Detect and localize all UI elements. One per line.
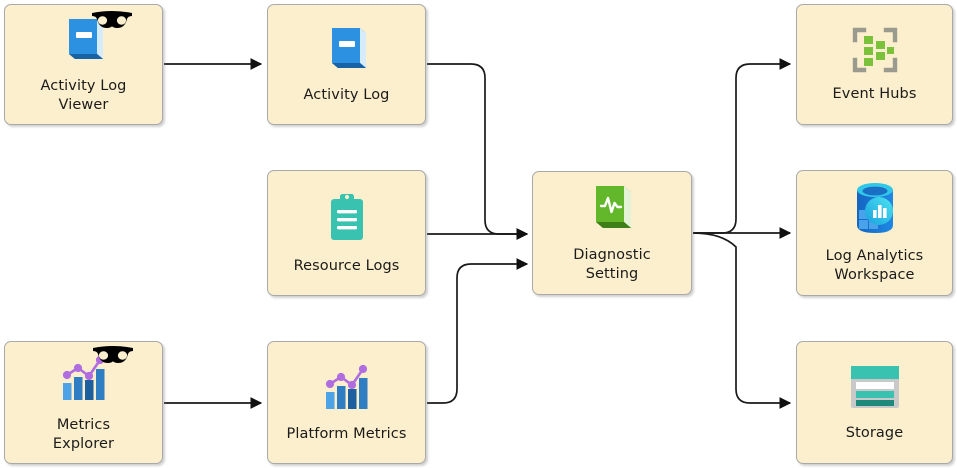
event-hubs-icon [848,25,902,75]
node-activity-log-viewer[interactable]: Activity Log Viewer [4,4,163,125]
node-label: Event Hubs [832,86,917,103]
edge-diagnostic-to-event-hubs [693,58,792,234]
node-label: Metrics Explorer [52,416,115,452]
bar-chart-line-icon [56,345,133,406]
bar-chart-line-icon [319,361,375,415]
clipboard-icon [322,191,372,247]
node-label: Log Analytics Workspace [825,248,924,283]
glasses-icon [91,10,132,28]
node-resource-logs[interactable]: Resource Logs [267,170,426,296]
node-label: Diagnostic Setting [573,247,651,282]
edge-activity-log-to-diagnostic [427,63,529,240]
edge-diagnostic-to-storage [692,232,792,409]
database-chart-icon [848,181,902,237]
node-platform-metrics[interactable]: Platform Metrics [267,341,426,464]
green-book-pulse-icon [585,182,639,236]
blue-book-icon [320,24,374,76]
node-label: Resource Logs [293,257,400,274]
node-label: Storage [845,425,904,442]
node-log-analytics-workspace[interactable]: Log Analytics Workspace [796,170,953,296]
node-label: Activity Log [303,87,390,104]
node-storage[interactable]: Storage [796,341,953,464]
node-metrics-explorer[interactable]: Metrics Explorer [4,341,163,464]
node-activity-log[interactable]: Activity Log [267,4,426,125]
node-diagnostic-setting[interactable]: Diagnostic Setting [532,171,692,295]
storage-icon [846,362,904,414]
node-label: Activity Log Viewer [40,77,127,113]
blue-book-icon [57,10,132,67]
edge-platform-metrics-to-diagnostic [427,258,529,404]
node-label: Platform Metrics [286,426,407,443]
glasses-icon [92,345,133,363]
node-event-hubs[interactable]: Event Hubs [796,4,953,125]
